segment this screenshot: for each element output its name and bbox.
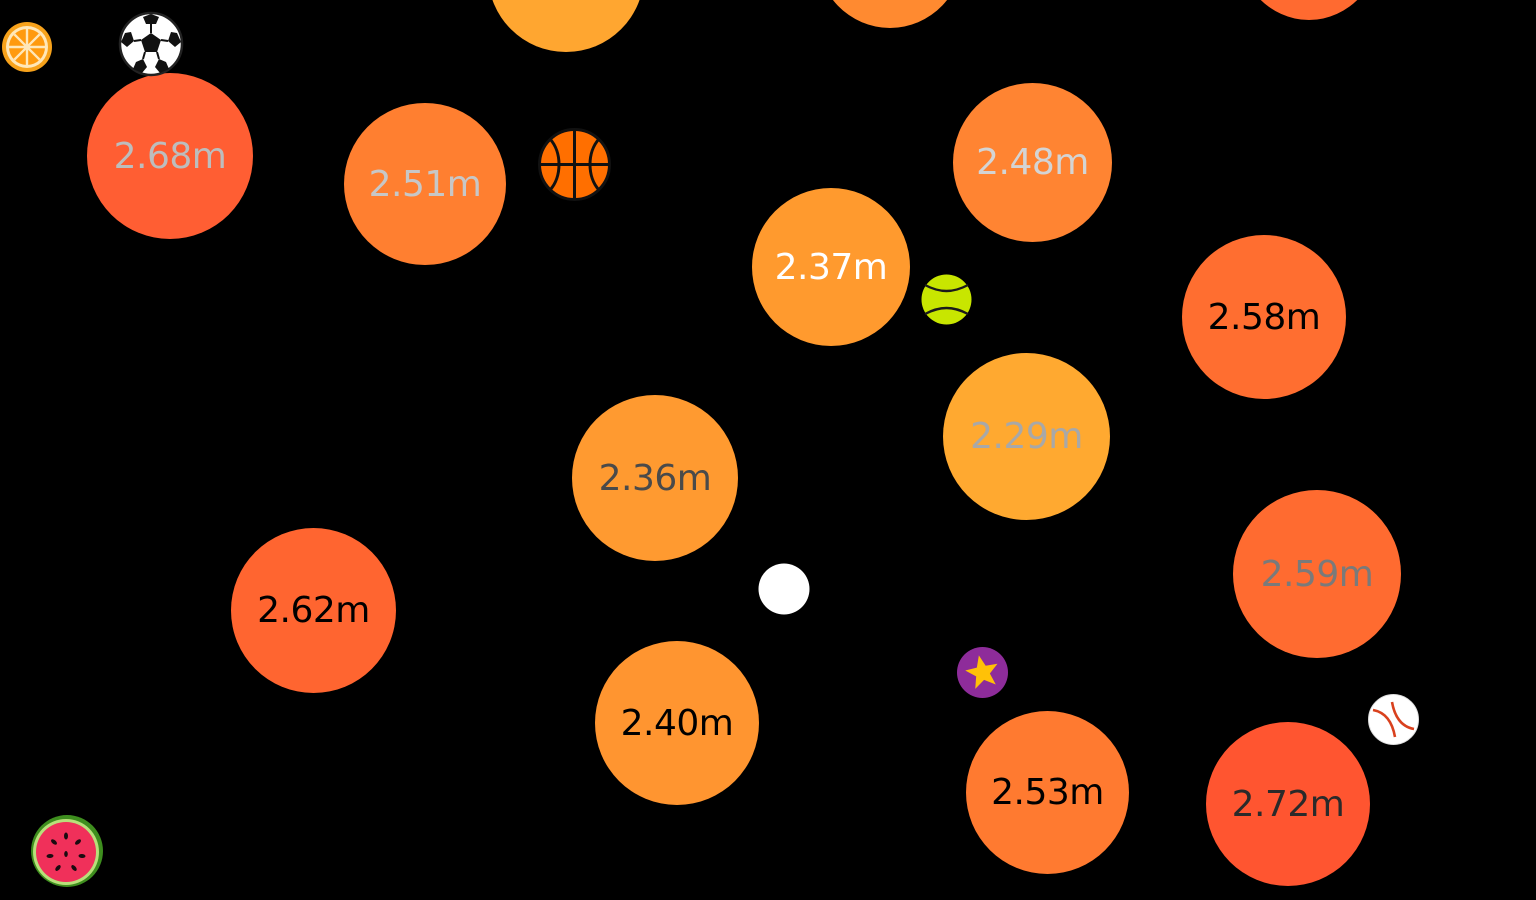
soccer-ball-icon[interactable] — [118, 11, 184, 77]
bubble-distance-label: 2.48m — [976, 142, 1089, 183]
tennis-ball-icon[interactable] — [920, 273, 973, 326]
bubble-distance-label: 2.36m — [598, 457, 712, 499]
distance-bubble[interactable]: 2.59m — [1233, 490, 1401, 658]
distance-bubble[interactable]: 2.37m — [752, 188, 910, 346]
bubble-distance-label: 2.68m — [113, 135, 227, 177]
bubble-distance-label: 2.29m — [970, 416, 1083, 457]
bubble-distance-label: 2.62m — [257, 590, 370, 631]
distance-bubble[interactable]: 2.29m — [943, 353, 1110, 520]
white-ball-icon[interactable] — [758, 563, 810, 615]
distance-bubble[interactable] — [1236, 0, 1382, 20]
bubble-distance-label: 2.37m — [774, 246, 888, 288]
bubble-distance-label: 2.51m — [368, 163, 482, 205]
distance-bubble[interactable] — [816, 0, 964, 28]
distance-bubble[interactable]: 2.53m — [966, 711, 1129, 874]
bubble-distance-label: 2.59m — [1260, 553, 1374, 595]
bubble-distance-label: 2.40m — [620, 702, 734, 744]
distance-bubble[interactable]: 2.36m — [572, 395, 738, 561]
distance-bubble[interactable]: 2.48m — [953, 83, 1112, 242]
distance-bubble[interactable]: 2.51m — [344, 103, 506, 265]
distance-bubble[interactable]: 2.58m — [1182, 235, 1346, 399]
watermelon-slice-icon[interactable] — [30, 814, 104, 888]
distance-bubble[interactable]: 2.40m — [595, 641, 759, 805]
distance-bubble[interactable]: 2.68m — [87, 73, 253, 239]
bubble-distance-label: 2.58m — [1207, 296, 1321, 338]
basketball-icon[interactable] — [538, 128, 611, 201]
orange-slice-icon[interactable] — [1, 21, 53, 73]
baseball-icon[interactable] — [1367, 693, 1420, 746]
distance-bubble[interactable]: 2.62m — [231, 528, 396, 693]
star-badge-icon[interactable] — [956, 646, 1009, 699]
bubble-distance-label: 2.72m — [1231, 783, 1345, 825]
bubble-distance-label: 2.53m — [991, 772, 1104, 813]
distance-bubble[interactable] — [488, 0, 644, 52]
distance-bubble[interactable]: 2.72m — [1206, 722, 1370, 886]
